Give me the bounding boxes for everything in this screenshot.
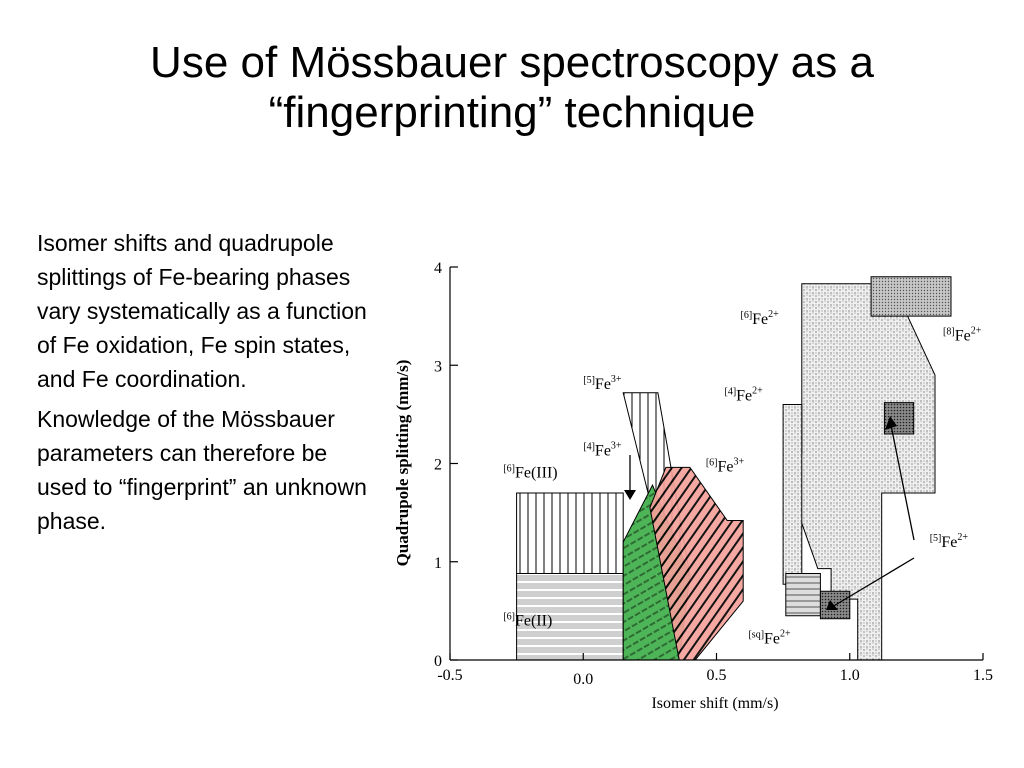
pointer-arrow-5fe2-lower bbox=[831, 557, 915, 608]
y-tick-label: 1 bbox=[434, 555, 442, 572]
region-4-fe-2plus bbox=[782, 404, 803, 585]
x-tick-label: 1.5 bbox=[973, 667, 993, 684]
y-tick-label: 2 bbox=[434, 457, 442, 474]
pointer-arrowhead-5fe2-lower bbox=[826, 600, 838, 610]
slide-title-line-1: Use of Mössbauer spectroscopy as a bbox=[150, 38, 874, 87]
regions-layer bbox=[516, 276, 952, 661]
bullet-paragraph: Knowledge of the Mössbauer parameters ca… bbox=[37, 406, 367, 534]
region-label: [sq]Fe2+ bbox=[748, 628, 791, 647]
pointer-arrow-5fe2-upper bbox=[889, 419, 915, 541]
slide-title-line-2: “fingerprinting” technique bbox=[268, 88, 756, 137]
region-label: [6]Fe2+ bbox=[740, 309, 779, 328]
x-tick-label: -0.5 bbox=[437, 667, 462, 684]
bullet-list: Isomer shifts and quadrupole splittings … bbox=[37, 226, 367, 538]
region-label: [8]Fe2+ bbox=[943, 326, 982, 345]
region-sq-fe-2plus bbox=[785, 573, 821, 617]
region-label: [6]Fe(III) bbox=[503, 463, 557, 481]
region-label: [6]Fe(II) bbox=[503, 612, 552, 630]
ticks-layer: -0.5 0.0 0.5 1.0 1.5 0 1 2 3 4 bbox=[434, 260, 993, 688]
y-axis-label: Quadrupole splitting (mm/s) bbox=[393, 360, 412, 567]
bullet-paragraph: Isomer shifts and quadrupole splittings … bbox=[37, 230, 367, 392]
pointer-arrowhead-4fe3 bbox=[624, 490, 636, 500]
region-label: [4]Fe3+ bbox=[583, 441, 622, 460]
labels-layer: [6]Fe(III) [6]Fe(II) [5]Fe3+ [4]Fe3+ [6]Fe3+… bbox=[503, 309, 981, 647]
region-label: [5]Fe2+ bbox=[930, 532, 969, 551]
y-tick-label: 4 bbox=[434, 260, 442, 277]
pointer-arrowhead-5fe2-upper bbox=[885, 416, 897, 430]
region-label: [6]Fe3+ bbox=[706, 456, 745, 475]
region-label: [5]Fe3+ bbox=[583, 374, 622, 393]
region-5-fe-2plus bbox=[883, 402, 915, 435]
region-label: [4]Fe2+ bbox=[724, 386, 763, 405]
y-tick-label: 0 bbox=[434, 653, 442, 670]
x-tick-label: 1.0 bbox=[840, 667, 860, 684]
x-axis-label: Isomer shift (mm/s) bbox=[651, 695, 778, 712]
y-tick-label: 3 bbox=[434, 358, 442, 375]
arrows-layer bbox=[624, 416, 915, 610]
x-tick-label: 0.5 bbox=[707, 667, 727, 684]
slide-title: Use of Mössbauer spectroscopy as a “fing… bbox=[0, 38, 1024, 138]
region-8-fe-2plus bbox=[870, 276, 952, 317]
region-6-feiii bbox=[516, 492, 624, 574]
x-tick-label: 0.0 bbox=[573, 671, 593, 688]
